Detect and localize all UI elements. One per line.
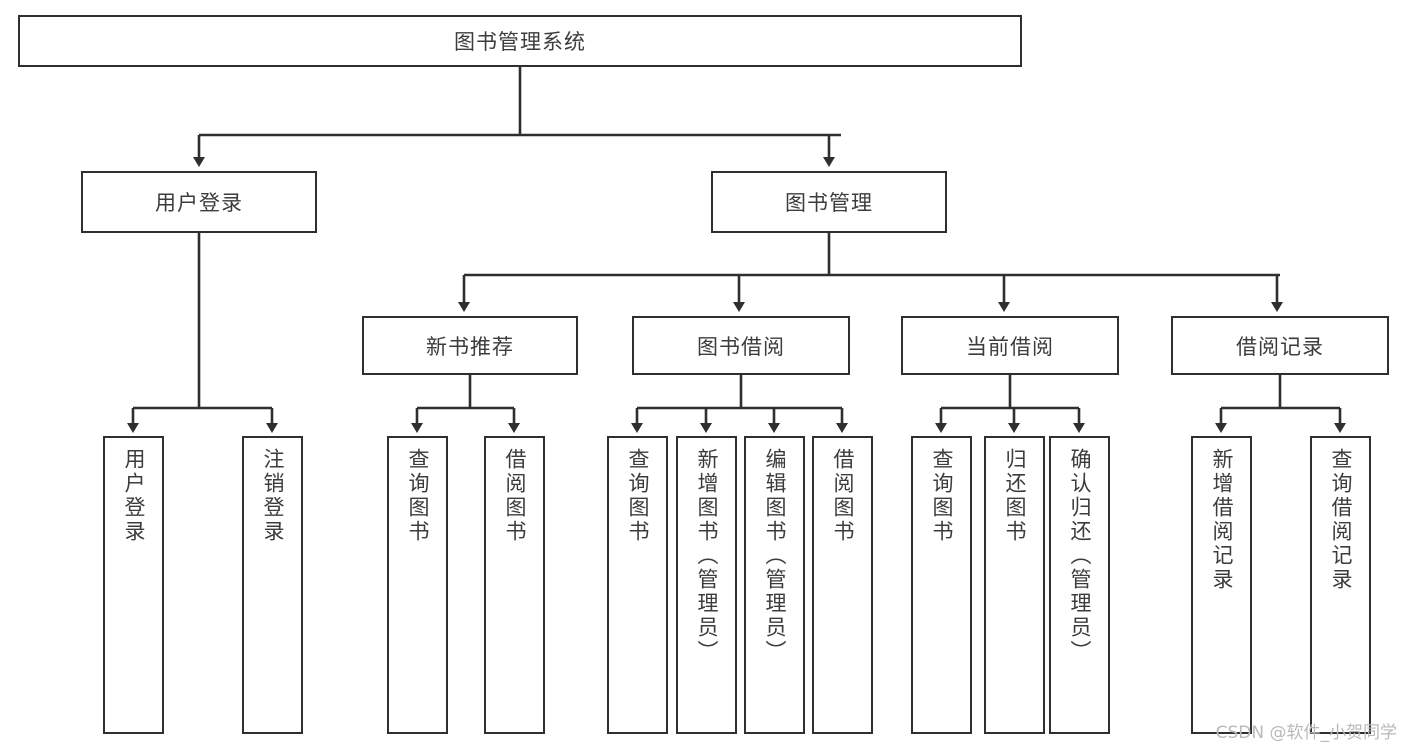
- node-label: 新书推荐: [426, 334, 514, 359]
- node-new-book-recommendation[interactable]: 新书推荐: [362, 316, 578, 375]
- watermark-text: CSDN @软件_小贺同学: [1215, 723, 1397, 743]
- node-borrowing-records[interactable]: 借阅记录: [1171, 316, 1389, 375]
- leaf-logout[interactable]: 注销登录: [242, 436, 303, 734]
- edges-userlogin-to-leaves: [127, 233, 278, 433]
- node-label: 用户登录: [155, 191, 243, 215]
- leaf-user-login[interactable]: 用户登录: [103, 436, 164, 734]
- edges-borrow-to-leaves: [631, 375, 848, 433]
- node-book-borrowing[interactable]: 图书借阅: [632, 316, 850, 375]
- leaf-confirm-return-admin[interactable]: 确认归还（管理员）: [1049, 436, 1110, 734]
- node-label: 当前借阅: [966, 334, 1054, 359]
- node-label: 注销登录: [261, 448, 285, 544]
- node-label: 借阅图书: [831, 448, 855, 544]
- leaf-query-books-newbook[interactable]: 查询图书: [387, 436, 448, 734]
- node-label: 确认归还（管理员）: [1068, 448, 1092, 664]
- node-root-book-management-system[interactable]: 图书管理系统: [18, 15, 1022, 67]
- leaf-borrow-books-newbook[interactable]: 借阅图书: [484, 436, 545, 734]
- node-label: 新增图书（管理员）: [695, 448, 719, 664]
- node-label: 用户登录: [122, 448, 146, 544]
- edges-root-to-level2: [193, 67, 841, 167]
- node-user-login[interactable]: 用户登录: [81, 171, 317, 233]
- leaf-add-borrow-record[interactable]: 新增借阅记录: [1191, 436, 1252, 734]
- node-label: 图书管理系统: [454, 30, 586, 54]
- edges-current-to-leaves: [935, 375, 1085, 433]
- leaf-borrow-books[interactable]: 借阅图书: [812, 436, 873, 734]
- edges-bookmgmt-to-level3: [458, 233, 1283, 312]
- node-label: 图书借阅: [697, 334, 785, 359]
- node-label: 编辑图书（管理员）: [763, 448, 787, 664]
- node-label: 查询图书: [626, 448, 650, 544]
- leaf-query-books-borrow[interactable]: 查询图书: [607, 436, 668, 734]
- leaf-query-borrow-record[interactable]: 查询借阅记录: [1310, 436, 1371, 734]
- leaf-add-book-admin[interactable]: 新增图书（管理员）: [676, 436, 737, 734]
- node-label: 查询图书: [930, 448, 954, 544]
- node-label: 图书管理: [785, 191, 873, 215]
- node-label: 新增借阅记录: [1210, 448, 1234, 592]
- leaf-return-books[interactable]: 归还图书: [984, 436, 1045, 734]
- edges-records-to-leaves: [1215, 375, 1346, 433]
- leaf-query-books-current[interactable]: 查询图书: [911, 436, 972, 734]
- node-label: 归还图书: [1003, 448, 1027, 544]
- node-current-borrowing[interactable]: 当前借阅: [901, 316, 1119, 375]
- edges-newbook-to-leaves: [411, 375, 520, 433]
- node-label: 借阅图书: [503, 448, 527, 544]
- node-label: 查询图书: [406, 448, 430, 544]
- node-book-management[interactable]: 图书管理: [711, 171, 947, 233]
- node-label: 查询借阅记录: [1329, 448, 1353, 592]
- leaf-edit-book-admin[interactable]: 编辑图书（管理员）: [744, 436, 805, 734]
- node-label: 借阅记录: [1236, 334, 1324, 359]
